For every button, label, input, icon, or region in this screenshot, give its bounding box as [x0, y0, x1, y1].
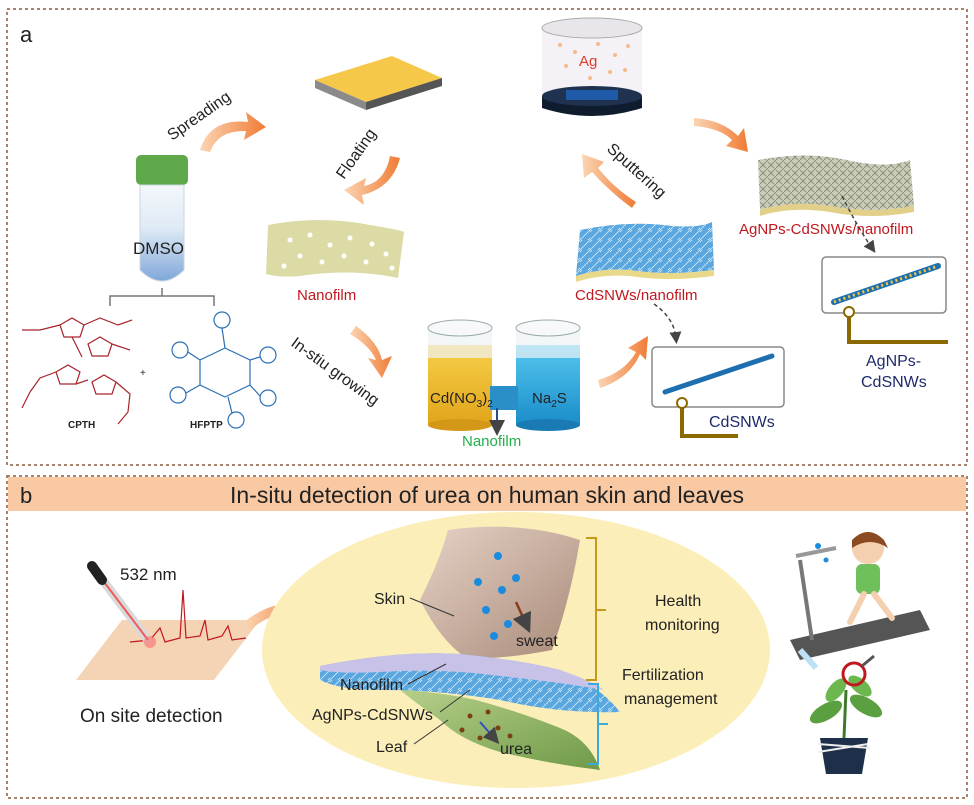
urea-dots: [459, 709, 513, 741]
urea-label: urea: [500, 741, 532, 758]
panel-b-title: In-situ detection of urea on human skin …: [230, 482, 744, 508]
runner-illustration: [790, 532, 930, 660]
health-label-1: Health: [655, 593, 701, 610]
sweat-label: sweat: [516, 633, 558, 650]
nanofilm-layer: [320, 653, 604, 690]
agnps-electrode-label-2: CdSNWs: [861, 374, 927, 391]
tube-bracket: [109, 288, 215, 306]
urea-arrow: [479, 721, 500, 745]
agnps-nanofilm-label: AgNPs-CdSNWs/nanofilm: [739, 221, 913, 238]
cdsnws-dashed-arrow: [653, 303, 682, 344]
fertilization-label-1: Fertilization: [622, 667, 704, 684]
gold-substrate: [315, 56, 442, 110]
skin-leader: [409, 597, 455, 617]
cdsnws-nanofilm-label: CdSNWs/nanofilm: [575, 287, 698, 304]
laser-label: 532 nm: [120, 565, 177, 584]
laser-pen: [87, 561, 156, 648]
beaker-bottom-label: Nanofilm: [462, 433, 521, 450]
cdsnws-electrode-label: CdSNWs: [709, 414, 775, 431]
detection-pad: [76, 589, 260, 680]
plant-illustration: [797, 648, 883, 774]
leaf-layer-label: Leaf: [376, 739, 408, 756]
fertilization-bracket: [588, 683, 608, 765]
insitu-arrow: [350, 326, 392, 378]
floating-arrow: [344, 156, 400, 205]
skin-label: Skin: [374, 591, 405, 608]
spreading-label: Spreading: [165, 89, 235, 145]
beaker-blue: [515, 319, 581, 431]
cdsnws-film: [576, 222, 714, 282]
spreading-arrow: [200, 112, 266, 152]
beaker-bridge: [490, 386, 518, 410]
leaf-leader: [413, 719, 449, 745]
nanofilm-leader: [407, 663, 447, 685]
hfptp-label: HFPTP: [190, 420, 223, 431]
sweat-drops: [474, 552, 520, 640]
agnps-layer-label: AgNPs-CdSNWs: [312, 707, 433, 724]
agnps-film: [758, 155, 914, 216]
panel-b-title-bar: [8, 477, 966, 511]
hfptp-molecule: [169, 311, 277, 429]
ag-label: Ag: [579, 53, 597, 70]
cpth-molecule: [21, 317, 133, 425]
agnps-cdsnws-electrode: [821, 256, 948, 344]
cdsnws-electrode: [651, 346, 785, 438]
tube-label: DMSO: [133, 239, 184, 258]
panel-a-letter: a: [20, 22, 33, 47]
fertilization-label-2: management: [624, 691, 718, 708]
sputter-chamber: Ag: [541, 17, 643, 116]
health-bracket: [586, 537, 606, 681]
beaker-yellow: [427, 319, 493, 431]
panel-a-frame: [6, 8, 968, 466]
agnps-leader: [439, 689, 471, 713]
sputtering-arrow: [582, 154, 636, 208]
panel-b-frame: [6, 475, 968, 799]
sweat-arrow: [512, 601, 531, 634]
beaker-up-arrow: [598, 336, 648, 388]
nanofilm-layer-label: Nanofilm: [340, 677, 403, 694]
beaker-right-label: Na2S: [532, 390, 567, 410]
panel-b-letter: b: [20, 483, 32, 508]
agnps-electrode-label-1: AgNPs-: [866, 353, 921, 370]
nanofilm-sheet: [266, 220, 404, 278]
plus-sign: +: [140, 368, 146, 379]
nanofilm-label: Nanofilm: [297, 287, 356, 304]
floating-label: Floating: [333, 126, 380, 182]
cpth-label: CPTH: [68, 420, 95, 431]
ag-arrow: [694, 118, 748, 152]
onsite-label: On site detection: [80, 706, 223, 727]
leaf-layer: [400, 690, 600, 770]
dmso-tube: DMSO: [133, 155, 188, 282]
health-label-2: monitoring: [645, 617, 720, 634]
